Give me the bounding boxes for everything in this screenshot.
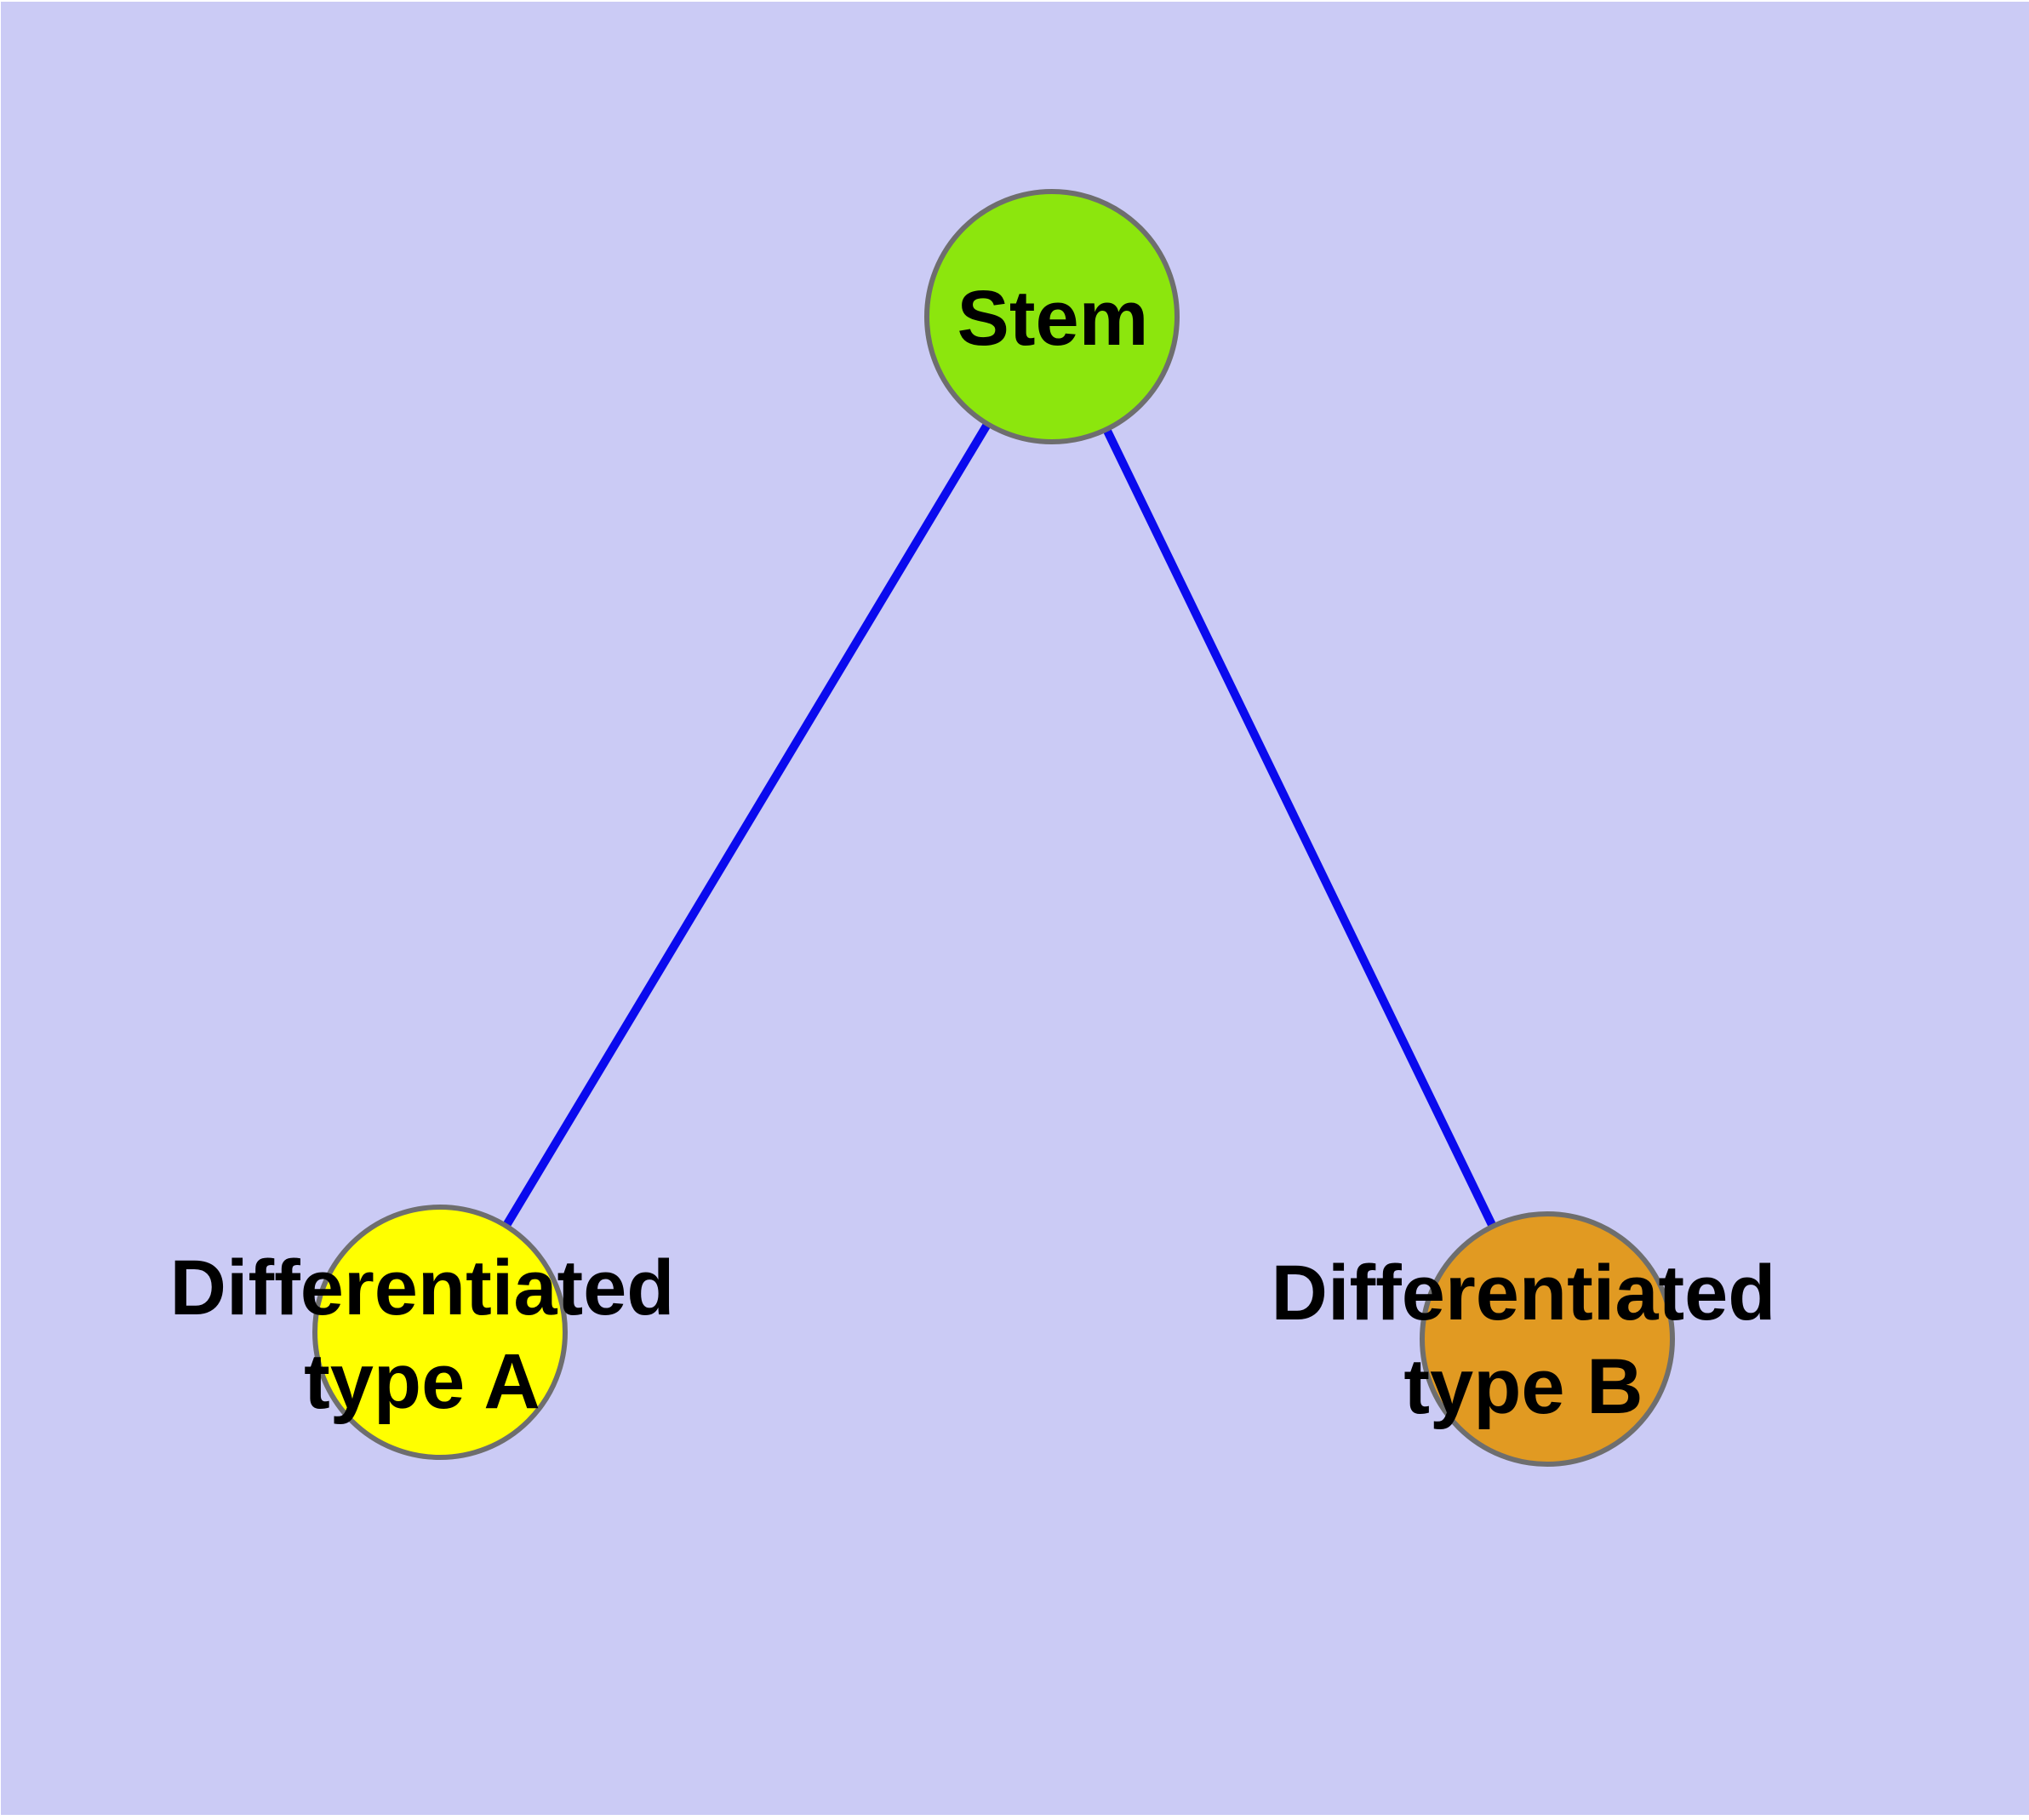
node-stem-label-line: Stem <box>957 275 1149 362</box>
node-type-a-label-line2: type A <box>304 1338 540 1425</box>
node-type-b-label: Differentiated type B <box>1272 1246 1776 1434</box>
edge-stem-to-type-a <box>437 314 1056 1336</box>
node-type-b-label-line2: type B <box>1403 1343 1643 1430</box>
edge-stem-to-type-b <box>1048 314 1552 1342</box>
node-type-a-label: Differentiated type A <box>170 1241 675 1428</box>
node-type-b-label-line1: Differentiated <box>1271 1250 1776 1336</box>
node-differentiated-type-a <box>312 1205 568 1460</box>
node-stem-label: Stem <box>957 272 1149 365</box>
node-differentiated-type-b <box>1420 1211 1675 1467</box>
node-stem <box>924 189 1180 444</box>
node-type-a-label-line1: Differentiated <box>169 1245 675 1331</box>
